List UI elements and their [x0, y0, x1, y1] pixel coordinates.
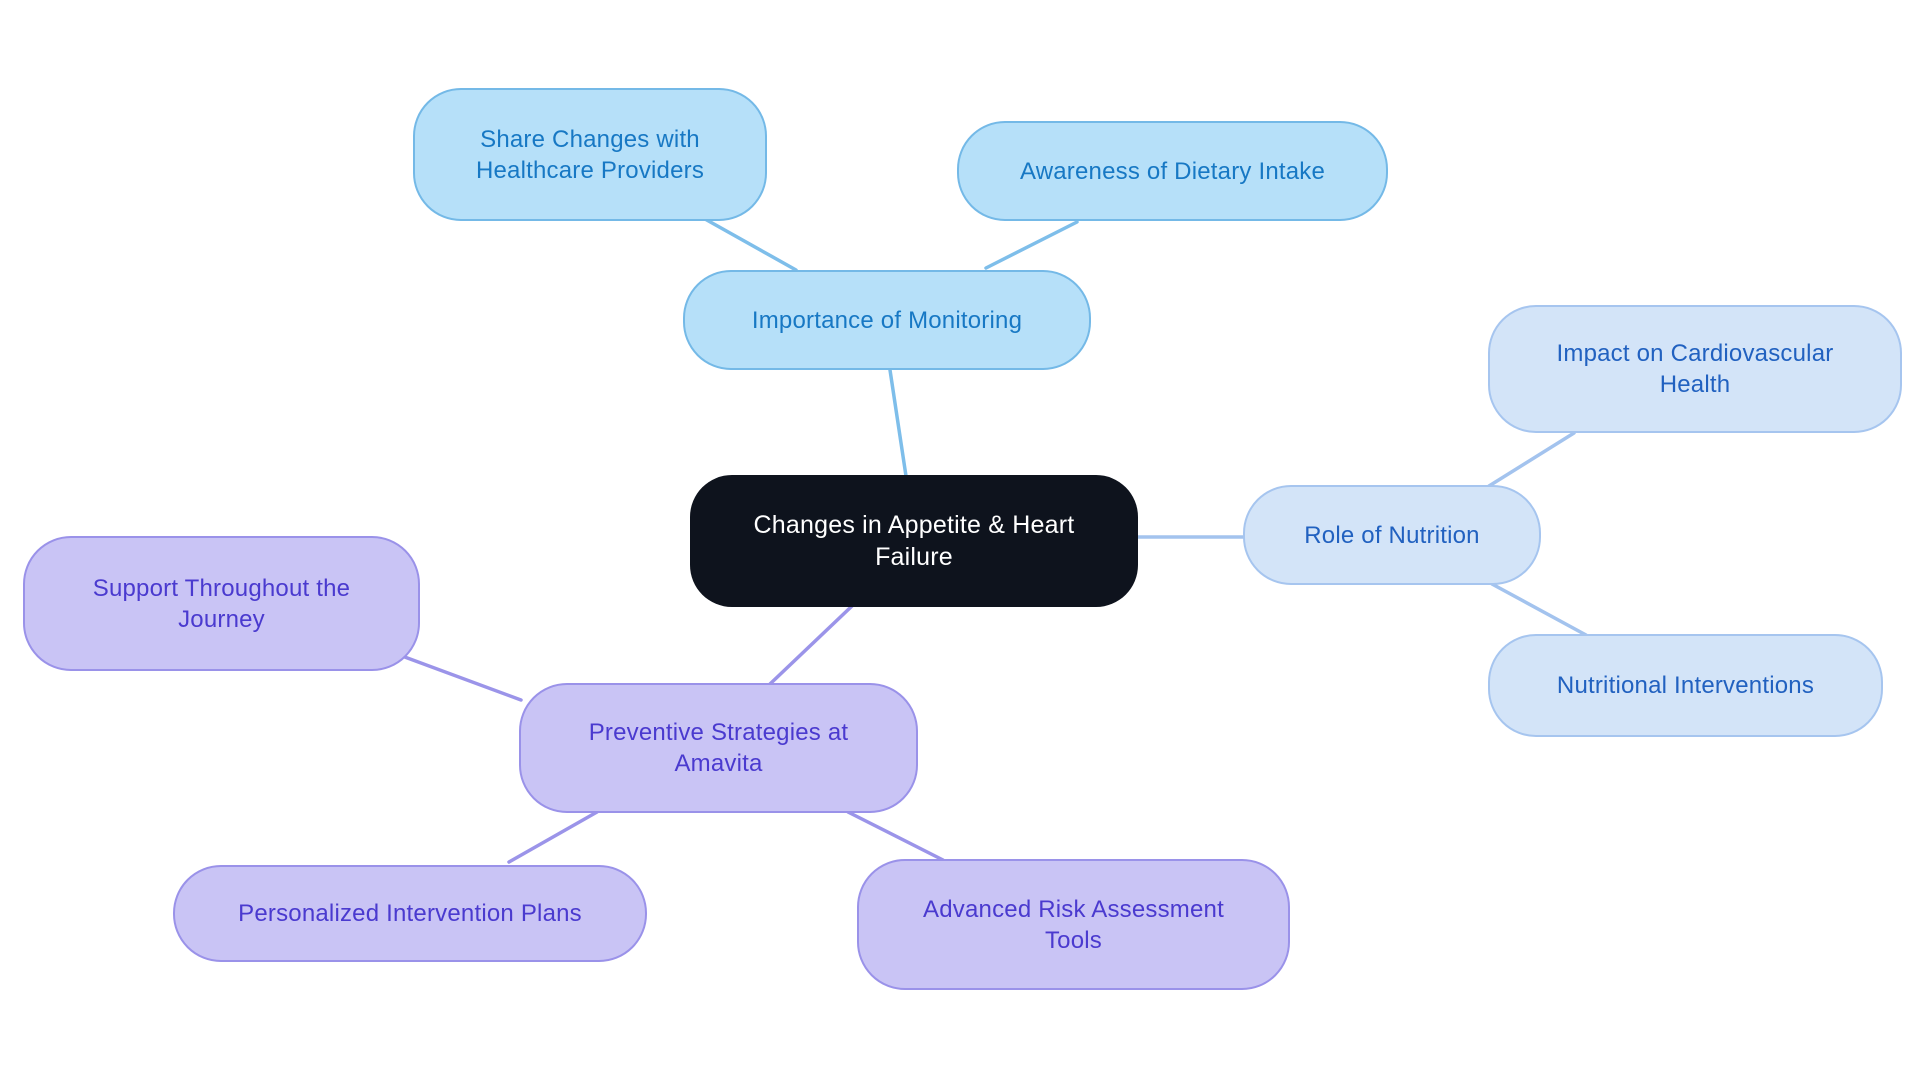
node-label: Personalized Intervention Plans	[238, 900, 582, 927]
node-role-of-nutrition[interactable]: Role of Nutrition	[1243, 485, 1541, 585]
node-label: Advanced Risk Assessment Tools	[923, 895, 1224, 954]
node-preventive-strategies-at-amavita[interactable]: Preventive Strategies at Amavita	[519, 683, 918, 813]
node-share-changes-with-providers[interactable]: Share Changes with Healthcare Providers	[413, 88, 767, 221]
node-label: Impact on Cardiovascular Health	[1556, 340, 1834, 398]
node-label: Nutritional Interventions	[1556, 672, 1815, 699]
node-awareness-of-dietary-intake[interactable]: Awareness of Dietary Intake	[957, 121, 1388, 221]
node-label: Support Throughout the Journey	[92, 574, 351, 633]
node-label: Share Changes with Healthcare Providers	[475, 125, 705, 184]
node-impact-on-cardiovascular-health[interactable]: Impact on Cardiovascular Health	[1488, 305, 1902, 433]
connector-center-preventive	[768, 604, 854, 686]
node-label: Importance of Monitoring	[751, 306, 1023, 334]
connector-importance-share	[703, 217, 798, 272]
node-label: Preventive Strategies at Amavita	[588, 719, 849, 777]
node-support-throughout-the-journey[interactable]: Support Throughout the Journey	[23, 536, 420, 671]
connector-preventive-personalized	[507, 810, 599, 864]
node-label: Awareness of Dietary Intake	[1019, 157, 1326, 185]
connector-importance-awareness	[984, 220, 1079, 270]
node-label: Changes in Appetite & Heart Failure	[753, 511, 1075, 571]
connector-role-impact	[1487, 431, 1576, 488]
node-nutritional-interventions[interactable]: Nutritional Interventions	[1488, 634, 1883, 737]
node-personalized-intervention-plans[interactable]: Personalized Intervention Plans	[173, 865, 647, 962]
node-advanced-risk-assessment-tools[interactable]: Advanced Risk Assessment Tools	[857, 859, 1290, 990]
node-label: Role of Nutrition	[1304, 521, 1480, 549]
connector-center-importance	[888, 368, 908, 478]
connector-role-interventions	[1490, 582, 1588, 637]
connector-preventive-support	[400, 654, 523, 702]
node-central-topic[interactable]: Changes in Appetite & Heart Failure	[690, 475, 1138, 607]
node-importance-of-monitoring[interactable]: Importance of Monitoring	[683, 270, 1091, 370]
connector-preventive-advanced	[846, 810, 945, 862]
